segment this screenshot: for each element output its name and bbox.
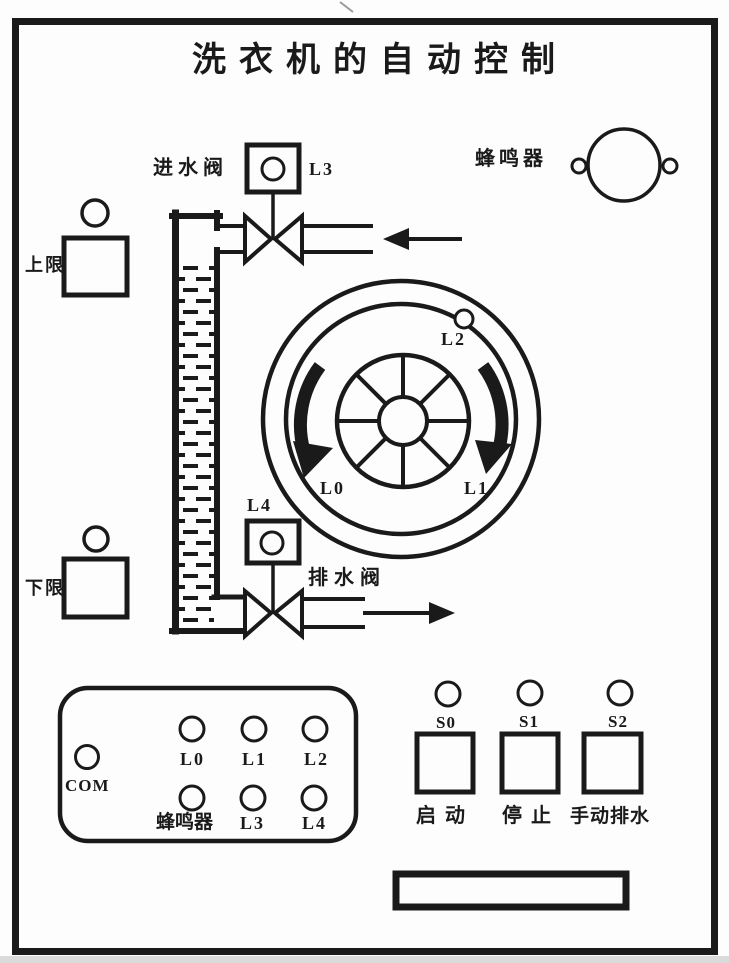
drum-inner-shell: [283, 301, 519, 537]
upper-limit-label: 上限: [25, 255, 65, 275]
panel-l1-label: L1: [242, 749, 268, 769]
water-level-sensor-lamp: [453, 308, 475, 330]
drain-indicator-lamp: [259, 530, 285, 556]
inlet-indicator-box: [244, 142, 302, 195]
manual-drain-button-label: 手动排水: [570, 806, 651, 827]
page-edge: [0, 956, 729, 963]
inlet-flow-arrow: [383, 228, 409, 250]
stop-button[interactable]: [499, 731, 561, 795]
inlet-indicator-label: L3: [309, 159, 335, 179]
panel-buzzer-label: 蜂鸣器: [156, 812, 214, 833]
panel-frame: [12, 18, 718, 955]
panel-l3-label: L3: [240, 813, 266, 833]
s2-label: S2: [608, 712, 628, 731]
terminal-l4[interactable]: [300, 784, 328, 812]
terminal-buzzer[interactable]: [178, 784, 206, 812]
bottom-slot: [392, 870, 630, 911]
rotation-arrow-right-head: [475, 440, 512, 474]
valve-bowtie-left: [243, 586, 275, 641]
s2-lamp: [606, 679, 634, 707]
scan-mark: [339, 1, 354, 13]
start-button-label: 启动: [416, 805, 474, 827]
agitator-spokes: [337, 355, 469, 487]
upper-limit-lamp: [80, 198, 110, 228]
buzzer-terminal-right: [661, 157, 679, 175]
inlet-pipe: [303, 224, 373, 254]
inlet-pipe-to-tank: [219, 224, 244, 254]
inlet-indicator-lamp: [260, 156, 286, 182]
com-terminal[interactable]: [74, 744, 100, 770]
water-tank: [169, 209, 247, 635]
s0-lamp: [434, 680, 462, 708]
upper-limit-button[interactable]: [61, 235, 130, 298]
terminal-l0[interactable]: [178, 715, 206, 743]
stop-button-label: 停止: [502, 805, 560, 827]
terminal-l1[interactable]: [240, 715, 268, 743]
inlet-valve-label: 进水阀: [153, 157, 228, 179]
inlet-valve[interactable]: [219, 142, 462, 267]
panel-l0-label: L0: [180, 749, 206, 769]
com-label: COM: [65, 776, 110, 795]
buzzer-symbol: [570, 127, 679, 203]
buzzer-label: 蜂鸣器: [475, 148, 547, 170]
page-title: 洗衣机的自动控制: [192, 42, 568, 79]
upper-limit-switch[interactable]: [61, 198, 130, 298]
rotation-arrow-right: [477, 362, 509, 446]
drum-outer-shell: [260, 278, 542, 560]
terminal-l2[interactable]: [301, 715, 329, 743]
lower-limit-lamp: [82, 525, 110, 553]
terminal-l3[interactable]: [239, 784, 267, 812]
rotation-arrow-left: [293, 362, 326, 453]
drain-indicator-label: L4: [247, 495, 273, 515]
panel-l2-label: L2: [304, 749, 330, 769]
valve-bowtie-right: [271, 211, 304, 267]
panel-l4-label: L4: [302, 813, 328, 833]
start-button[interactable]: [414, 731, 476, 795]
manual-drain-button[interactable]: [581, 731, 644, 795]
washing-drum: [260, 278, 542, 560]
valve-bowtie-right: [271, 586, 304, 641]
drain-valve[interactable]: [243, 518, 455, 641]
lower-limit-label: 下限: [25, 578, 65, 598]
drum-level-indicator-label: L2: [441, 329, 467, 349]
valve-bowtie-left: [243, 211, 275, 267]
drum-left-indicator-label: L0: [320, 478, 346, 498]
s1-label: S1: [519, 712, 539, 731]
drum-right-indicator-label: L1: [464, 478, 490, 498]
drain-indicator-box: [244, 518, 302, 566]
drain-pipe: [303, 597, 365, 629]
indicator-panel: [57, 685, 359, 844]
indicator-panel-outline: [57, 685, 359, 844]
drain-flow-arrow: [429, 602, 455, 624]
push-buttons: [414, 679, 644, 795]
tank-water-level: [178, 265, 214, 628]
rotation-arrow-left-head: [293, 441, 333, 478]
s0-label: S0: [436, 713, 456, 732]
s1-lamp: [516, 679, 544, 707]
agitator-hub: [377, 395, 429, 447]
lower-limit-switch[interactable]: [61, 525, 130, 620]
lower-limit-button[interactable]: [61, 556, 130, 620]
buzzer-terminal-left: [570, 157, 588, 175]
drain-valve-label: 排水阀: [308, 567, 386, 589]
